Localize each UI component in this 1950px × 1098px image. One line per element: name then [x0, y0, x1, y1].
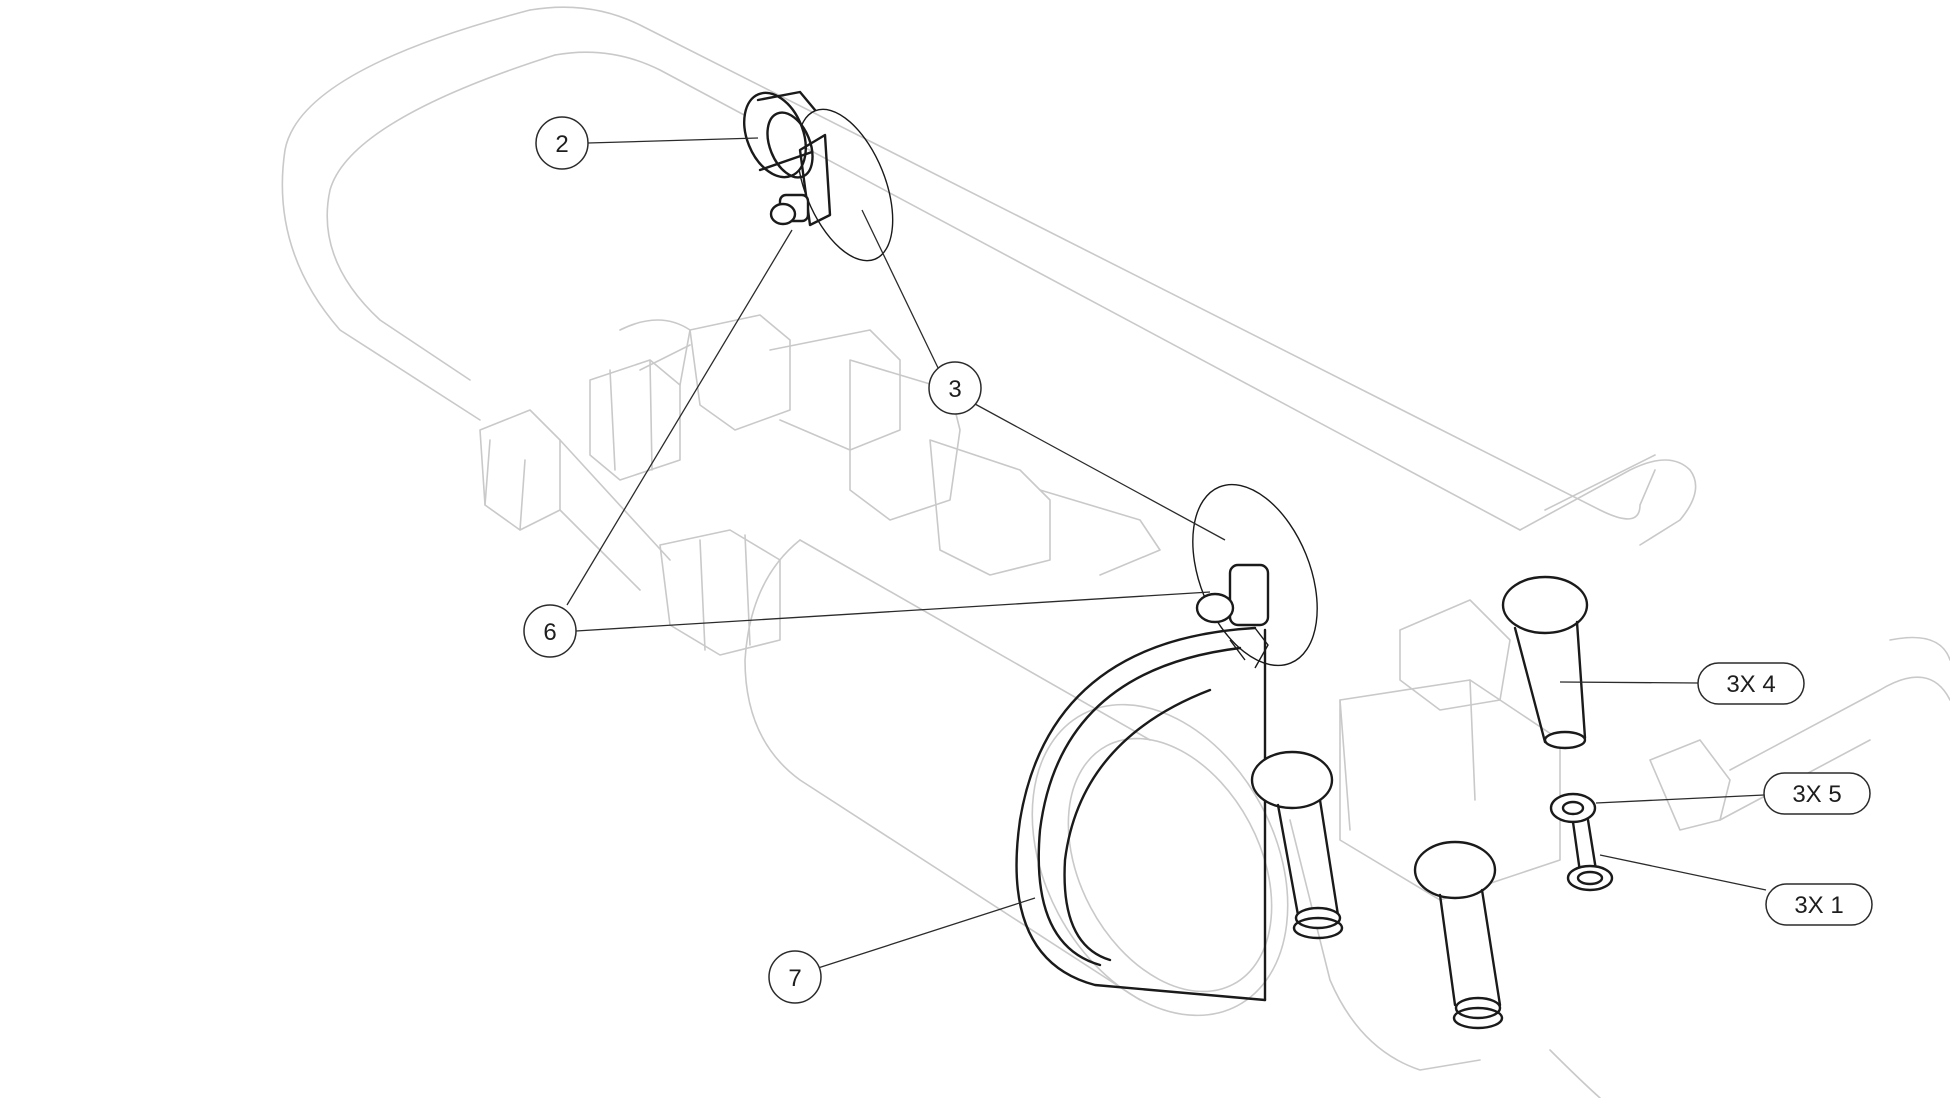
- washer-and-screw: [1549, 792, 1614, 892]
- callout-7: 7: [768, 950, 822, 1004]
- background-assembly-ghost: [281, 6, 1950, 1098]
- bolt-upper-right: [1501, 575, 1589, 750]
- leader-3x1: [1599, 854, 1767, 891]
- leader-3x5: [1595, 794, 1765, 804]
- bolt-center: [1250, 750, 1344, 940]
- callout-6: 6: [523, 604, 577, 658]
- callout-3x1: 3X 1: [1765, 883, 1873, 926]
- leader-lines: [566, 137, 1767, 969]
- band-clamp-assembly: [1015, 483, 1318, 1002]
- callout-2: 2: [535, 116, 589, 170]
- ghost-pipe-loop: [281, 6, 1697, 546]
- callout-3-label: 3: [948, 376, 961, 403]
- leader-3x4: [1559, 681, 1699, 684]
- callout-2-label: 2: [555, 131, 568, 158]
- callout-3x4-label: 3X 4: [1726, 671, 1775, 698]
- leader-6-lower: [575, 591, 1211, 632]
- leader-3-upper: [861, 209, 941, 373]
- callout-3x5: 3X 5: [1763, 772, 1871, 815]
- callouts: 2 3 6 7 3X 4 3X 5 3X 1: [523, 116, 1873, 1004]
- callout-3x4: 3X 4: [1697, 662, 1805, 705]
- highlighted-parts: [743, 90, 1614, 1030]
- ghost-cylinder: [744, 539, 1289, 1017]
- upper-clamp-assembly: [743, 90, 894, 262]
- bolt-parts: [1250, 575, 1589, 1030]
- callout-3x1-label: 3X 1: [1794, 892, 1843, 919]
- leader-6-upper: [566, 229, 793, 606]
- ghost-left-fittings: [479, 314, 1161, 656]
- callout-3: 3: [928, 361, 982, 415]
- callout-6-label: 6: [543, 619, 556, 646]
- bolt-lower-center: [1413, 840, 1504, 1030]
- leader-3-lower: [974, 403, 1226, 541]
- leader-7: [817, 897, 1036, 969]
- leader-2: [587, 137, 759, 144]
- callout-3x5-label: 3X 5: [1792, 781, 1841, 808]
- callout-7-label: 7: [788, 965, 801, 992]
- ghost-valve-block: [1289, 599, 1950, 1098]
